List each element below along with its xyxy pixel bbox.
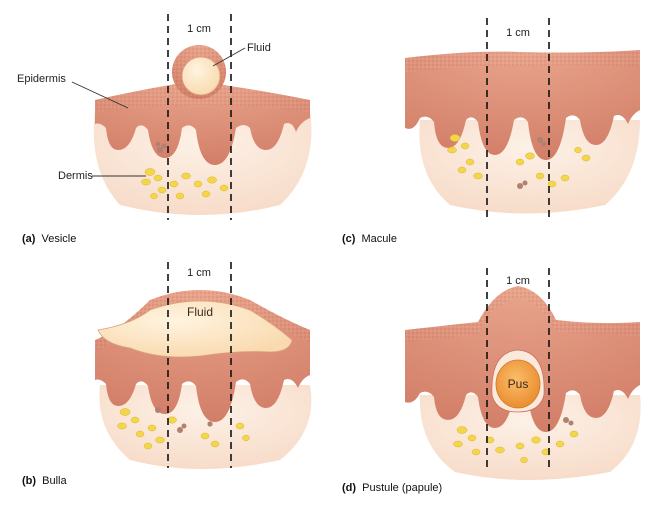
fat-globules xyxy=(141,168,229,200)
panel-c-macule: 1 cm (c) Macule xyxy=(342,18,640,245)
epidermis-layer xyxy=(405,50,640,160)
pus-pocket xyxy=(495,359,541,409)
caption-a: (a) Vesicle xyxy=(22,233,76,245)
caption-d: (d) Pustule (papule) xyxy=(342,482,442,494)
fat-globules xyxy=(117,408,250,450)
epidermis-label: Epidermis xyxy=(17,73,66,85)
panel-b-bulla: 1 cm Fluid (b) Bulla xyxy=(22,262,312,487)
fat-globules xyxy=(453,426,579,464)
caption-c: (c) Macule xyxy=(342,233,397,245)
panel-d-pustule: 1 cm Pus (d) Pustule (papule) xyxy=(342,268,641,494)
scale-label-b: 1 cm xyxy=(187,267,211,279)
fat-globules xyxy=(447,134,591,188)
scale-label-a: 1 cm xyxy=(187,23,211,35)
scale-label-d: 1 cm xyxy=(506,275,530,287)
fluid-label-a: Fluid xyxy=(247,42,271,54)
bulla-fluid xyxy=(97,300,293,358)
dermis-layer xyxy=(419,395,641,480)
fluid-label-b: Fluid xyxy=(187,305,213,319)
dermis-layer xyxy=(99,385,312,469)
pus-label: Pus xyxy=(508,377,529,391)
scale-label-c: 1 cm xyxy=(506,27,530,39)
panel-a-vesicle: 1 cm Fluid Epidermis Dermis (a) Vesicle xyxy=(17,14,312,245)
dermis-layer xyxy=(419,120,640,214)
dermis-label: Dermis xyxy=(58,170,93,182)
caption-b: (b) Bulla xyxy=(22,475,67,487)
